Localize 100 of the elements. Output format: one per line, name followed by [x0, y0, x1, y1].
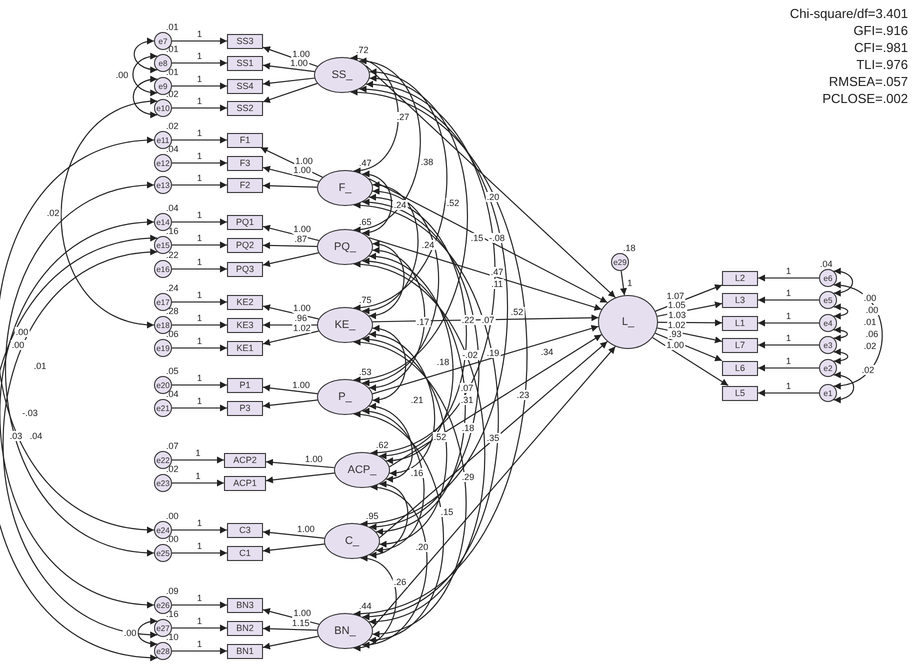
covariance-arrow	[354, 262, 485, 624]
covariance-arrow	[132, 76, 158, 118]
fit-statistic: TLI=.976	[856, 57, 908, 72]
covariance-arrow	[134, 38, 158, 73]
coefficient-label: .16	[410, 468, 424, 478]
arrow	[172, 526, 227, 534]
arrow	[262, 399, 318, 409]
covariance-arrow	[362, 484, 428, 648]
arrow	[620, 270, 627, 296]
indicator-box: SS2	[227, 100, 263, 116]
edge-label: 1	[196, 290, 203, 300]
coefficient-label: .00	[14, 327, 30, 337]
edge-label: 1	[196, 128, 203, 138]
error-circle: e29	[611, 253, 629, 271]
arrow	[262, 166, 320, 182]
indicator-box: BN3	[227, 598, 263, 612]
variance-label: .02	[166, 121, 179, 131]
covariance-arrow	[368, 332, 436, 476]
edge-label: 1.00	[289, 58, 309, 68]
covariance-arrow	[362, 258, 466, 534]
edge-label: 1	[785, 311, 792, 321]
variance-label: .95	[366, 511, 379, 521]
fit-statistic: Chi-square/df=3.401	[790, 6, 908, 21]
arrow	[172, 242, 227, 248]
edge-label: 1	[196, 313, 203, 323]
latent-ellipse: C_	[324, 523, 380, 559]
coefficient-label: .07	[460, 383, 474, 393]
edge-label: 1	[196, 373, 203, 383]
indicator-box: KE2	[227, 294, 263, 310]
variance-label: .75	[359, 295, 372, 305]
arrow	[262, 636, 318, 650]
coefficient-label: .23	[516, 390, 530, 400]
covariance-arrow	[834, 326, 848, 342]
coefficient-label: .29	[460, 472, 476, 482]
covariance-arrow	[354, 76, 468, 382]
arrow	[172, 602, 227, 608]
indicator-box: L3	[722, 292, 758, 308]
coefficient-label: .24	[420, 240, 436, 250]
edge-label: 1.00	[294, 156, 314, 166]
indicator-box: P1	[227, 378, 263, 392]
arrow	[758, 364, 819, 372]
coefficient-label: .04	[28, 431, 44, 441]
coefficient-label: .24	[392, 200, 408, 210]
arrow	[172, 404, 227, 412]
indicator-box: KE1	[227, 340, 263, 356]
variance-label: .53	[359, 367, 372, 377]
covariance-arrow	[350, 56, 399, 174]
latent-ellipse: ACP_	[334, 452, 390, 488]
indicator-box: SS1	[227, 56, 263, 70]
covariance-arrow	[362, 336, 447, 546]
latent-ellipse: BN_	[317, 613, 373, 649]
arrow	[172, 136, 227, 144]
edge-label: 1.00	[292, 224, 312, 234]
coefficient-label: -.08	[488, 233, 506, 243]
arrow	[262, 304, 319, 320]
arrow	[652, 337, 728, 386]
fit-statistic: PCLOSE=.002	[822, 91, 908, 106]
arrow	[266, 458, 334, 468]
arrow	[260, 147, 323, 178]
coefficient-label: .35	[486, 433, 500, 443]
arrow	[262, 625, 318, 632]
edge-label: 1.02	[666, 320, 686, 330]
error-circle: e3	[819, 336, 837, 354]
coefficient-label: .34	[540, 347, 554, 357]
indicator-box: C3	[227, 522, 263, 538]
arrow	[172, 160, 227, 166]
edge-label: 1	[196, 593, 203, 603]
coefficient-label: .52	[432, 432, 448, 442]
indicator-box: F2	[227, 178, 263, 192]
edge-label: 1	[196, 173, 203, 183]
coefficient-label: .18	[436, 357, 450, 367]
arrow	[172, 550, 227, 556]
edge-label: 1	[196, 336, 203, 346]
variance-label: .09	[166, 586, 179, 596]
covariance-arrow	[362, 171, 392, 236]
covariance-arrow	[354, 70, 447, 310]
coefficient-label: .00	[862, 293, 878, 303]
indicator-box: L6	[722, 360, 758, 376]
covariance-arrow	[354, 340, 466, 636]
indicator-box: C1	[227, 546, 263, 560]
variance-label: .24	[166, 283, 179, 293]
coefficient-label: .38	[420, 157, 434, 167]
coefficient-label: .17	[416, 317, 430, 327]
coefficient-label: .18	[460, 423, 476, 433]
indicator-box: ACP2	[224, 452, 266, 468]
indicator-box: F1	[227, 132, 263, 148]
edge-label: 1	[196, 96, 203, 106]
error-circle: e2	[819, 359, 837, 377]
arrow	[172, 298, 227, 306]
arrow	[172, 456, 224, 464]
arrow	[758, 296, 819, 304]
edge-label: 1.00	[291, 48, 311, 59]
error-circle: e10	[154, 99, 172, 117]
coefficient-label: .00	[114, 70, 130, 80]
coefficient-label: -.03	[21, 408, 39, 418]
arrow	[262, 62, 315, 72]
arrow	[262, 544, 324, 554]
covariance-arrow	[350, 90, 528, 616]
arrow	[262, 252, 319, 267]
variance-label: .07	[166, 441, 179, 451]
